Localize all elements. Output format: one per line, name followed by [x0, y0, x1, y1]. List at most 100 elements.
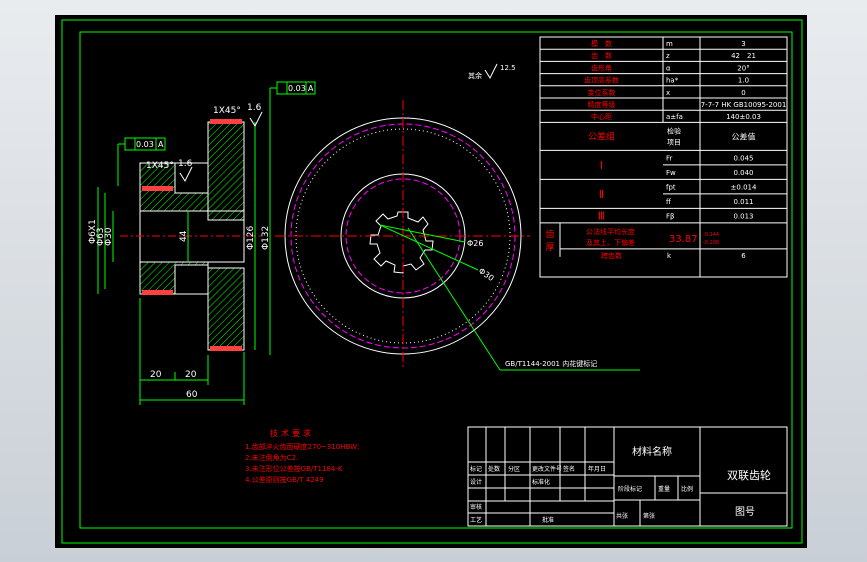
tolerance-frame-2: 0.03 A	[117, 137, 166, 186]
tol-datum-2: A	[158, 140, 164, 149]
large-gear-upper	[207, 121, 245, 221]
rough-other-value: 12.5	[500, 64, 516, 72]
tb-label: 重量	[658, 485, 670, 493]
dim-len3: 60	[186, 390, 198, 400]
tol-value-1: 0.03	[288, 84, 306, 93]
tooth-tip-2	[210, 346, 242, 351]
param-symbol: ha*	[666, 77, 679, 85]
param-value: 0	[741, 89, 745, 97]
part-name: 双联齿轮	[727, 468, 771, 482]
tol-value: 0.045	[733, 154, 753, 162]
param-symbol: a±fa	[666, 113, 683, 121]
leader-spline	[407, 227, 501, 371]
tooth-upper: -0.144	[703, 232, 719, 238]
technical-notes: 技术要求 1.齿部淬火齿面硬度270~310HBW; 2.未注倒角为C2. 3.…	[245, 428, 359, 484]
tol-code: fpt	[666, 183, 676, 191]
title-block-text: 材料名称 双联齿轮 图号 标记 处数 分区 更改文件号 签名 年月日 设计 标准…	[470, 445, 771, 524]
note-1: 1.齿部淬火齿面硬度270~310HBW;	[245, 442, 359, 451]
span-label: 跨齿数	[601, 251, 622, 260]
tol-group: Ⅰ	[600, 159, 603, 172]
param-value: 42 21	[731, 52, 756, 60]
tb-label: 第张	[643, 512, 655, 520]
param-value: 1.0	[738, 77, 749, 85]
note-3: 3.未注形位公差按GB/T1184-K	[245, 464, 343, 473]
tol-datum-1: A	[308, 84, 314, 93]
dim-len1: 20	[150, 370, 162, 380]
note-4: 4.公差原则按GB/T 4249	[245, 475, 324, 484]
tb-label: 签名	[563, 465, 575, 473]
tb-label: 审核	[470, 503, 482, 511]
tb-label: 更改文件号	[532, 465, 562, 473]
large-gear-lower	[207, 267, 245, 351]
tol-value: 0.011	[733, 198, 753, 206]
tol-group: Ⅲ	[598, 210, 606, 223]
param-value: 7-7-7 HK GB10095-2001	[701, 101, 787, 109]
tb-label: 比例	[681, 485, 693, 493]
param-value: 3	[741, 40, 745, 48]
param-symbol: z	[666, 52, 670, 60]
title-block	[467, 426, 788, 527]
inner-frame	[79, 31, 793, 529]
param-name: 齿 数	[591, 51, 612, 60]
end-view: Φ26 Φ30 GB/T1144-2001 内花键标记	[275, 100, 640, 371]
spline-callout: GB/T1144-2001 内花键标记	[505, 359, 597, 368]
param-symbol: x	[666, 89, 670, 97]
dim-d3: Φ30	[104, 227, 114, 246]
section-dimensions	[97, 115, 271, 405]
param-name: 齿形角	[591, 63, 612, 72]
notes-title: 技术要求	[270, 428, 314, 438]
tolerance-frame-1: 0.03 A	[269, 81, 316, 115]
tb-label: 批准	[542, 516, 554, 524]
dim-d6: Φ132	[261, 226, 271, 250]
param-name: 中心距	[591, 112, 612, 121]
tooth-tip-3	[142, 186, 173, 191]
groove-upper	[174, 162, 209, 194]
rough-2: 1.6	[178, 159, 193, 169]
param-symbol: α	[666, 64, 671, 72]
tooth-tip-4	[142, 290, 173, 295]
tol-code: Fβ	[666, 212, 675, 220]
tol-header-col2: 检验	[667, 126, 681, 135]
tb-label: 处数	[488, 465, 500, 473]
note-2: 2.未注倒角为C2.	[245, 453, 298, 462]
dim-front-d30: Φ30	[477, 266, 496, 283]
tol-header: 公差组	[588, 130, 615, 142]
tol-value-2: 0.03	[136, 140, 154, 149]
groove-lower	[174, 264, 209, 295]
dim-front-d26: Φ26	[467, 239, 483, 248]
param-name: 精度等级	[588, 100, 616, 109]
leader-d26	[379, 224, 466, 243]
param-value: 140±0.03	[726, 113, 761, 121]
tol-group: Ⅱ	[599, 188, 604, 201]
tooth-label: 齿	[545, 229, 554, 240]
tol-value: 0.013	[733, 212, 753, 220]
span-symbol: k	[667, 252, 672, 260]
tb-label: 年月日	[588, 465, 606, 473]
tooth-tip-1	[210, 119, 242, 124]
tol-code: Fr	[666, 154, 673, 162]
tooth-line2: 及其上、下偏差	[586, 238, 635, 247]
tb-label: 设计	[470, 478, 482, 486]
tb-label: 阶段标记	[618, 485, 642, 493]
param-value: 20°	[737, 64, 749, 72]
tooth-value: 33.87	[669, 234, 698, 245]
tooth-line1: 公法线平均长度	[586, 227, 635, 236]
tooth-lower: -0.208	[703, 240, 719, 246]
dim-d1: Φ6X1	[88, 219, 98, 244]
tol-value: 0.040	[733, 169, 753, 177]
param-symbol: m	[666, 40, 673, 48]
drawing-number: 图号	[735, 506, 755, 518]
dim-chamfer1: 1X45°	[213, 106, 241, 116]
tb-label: 分区	[508, 465, 520, 473]
param-name: 齿顶高系数	[584, 76, 619, 85]
rough-1: 1.6	[247, 103, 262, 113]
dim-chamfer2: 1X45°	[146, 161, 174, 171]
section-view	[120, 119, 262, 351]
spline-bore	[369, 211, 434, 274]
tb-label: 共张	[616, 512, 628, 520]
dim-d5: Φ126	[246, 225, 256, 250]
span-value: 6	[741, 252, 746, 260]
leader-d30	[379, 224, 479, 271]
tol-header-col2: 项目	[667, 138, 681, 146]
